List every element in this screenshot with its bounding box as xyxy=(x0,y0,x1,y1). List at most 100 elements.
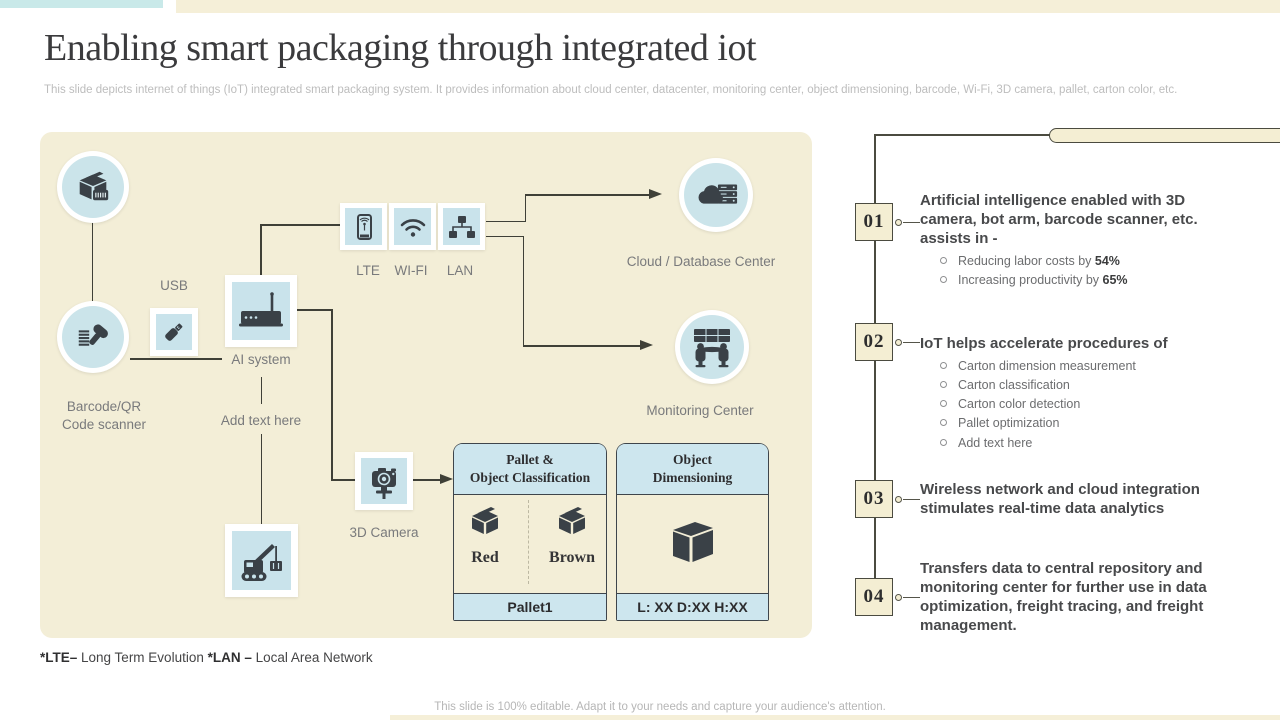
cloud-node xyxy=(679,158,753,232)
ai-system-node-bg xyxy=(232,282,290,340)
lte-node-bg xyxy=(345,208,382,245)
cloud-node-bg xyxy=(684,163,748,227)
line-lan-out-bottom xyxy=(486,235,524,238)
line-to-cloud xyxy=(524,194,650,196)
circle-bullet-icon xyxy=(940,362,947,370)
circle-bullet-icon xyxy=(940,257,947,265)
cloud-database-icon xyxy=(698,184,738,204)
usb-node-bg xyxy=(156,314,192,350)
lan-node xyxy=(438,203,485,250)
connector-line xyxy=(903,221,920,223)
connector-line xyxy=(903,596,920,598)
bullet-text: Reducing labor costs by 54% xyxy=(958,254,1120,269)
lte-node xyxy=(340,203,387,250)
phone-lte-icon xyxy=(356,213,372,240)
router-icon xyxy=(239,292,283,327)
step-content: Wireless network and cloud integration s… xyxy=(920,480,1242,524)
wifi-label: WI-FI xyxy=(394,263,428,278)
circle-bullet-icon xyxy=(940,419,947,427)
step-number-box: 04 xyxy=(855,578,893,616)
lan-label: LAN xyxy=(446,263,474,278)
footnote-lan-term: *LAN – xyxy=(207,650,252,665)
top-capsule-shape xyxy=(1049,128,1280,143)
classification-card-body: Red Brown xyxy=(454,495,606,593)
iot-diagram-panel: Barcode/QR Code scanner USB AI system Ad… xyxy=(40,132,812,638)
bullet-item: Add text here xyxy=(940,436,1242,452)
bullet-item: Carton dimension measurement xyxy=(940,359,1242,375)
usb-icon xyxy=(165,323,183,341)
step-number-box: 02 xyxy=(855,323,893,361)
line-to-monitoring xyxy=(522,345,641,347)
timeline-top-line xyxy=(874,134,1050,136)
camera-node-bg xyxy=(361,458,407,504)
dimensioning-card-footer: L: XX D:XX H:XX xyxy=(617,593,768,620)
usb-label: USB xyxy=(160,278,188,293)
lan-node-bg xyxy=(443,208,480,245)
package-node xyxy=(57,151,129,223)
wifi-icon xyxy=(400,218,425,237)
page-title: Enabling smart packaging through integra… xyxy=(44,27,757,69)
barcode-scanner-label: Barcode/QR Code scanner xyxy=(61,399,147,433)
circle-bullet-icon xyxy=(940,276,947,284)
line-down-to-camera xyxy=(331,309,333,480)
monitoring-label: Monitoring Center xyxy=(646,403,754,418)
circle-bullet-icon xyxy=(940,381,947,389)
arrow-to-classification-icon xyxy=(440,474,453,485)
line-package-to-scanner xyxy=(91,222,94,303)
3d-camera-icon xyxy=(372,468,396,499)
line-down-to-monitoring xyxy=(522,235,525,347)
wifi-node xyxy=(389,203,436,250)
monitoring-center-icon xyxy=(694,329,730,368)
arrow-to-cloud-icon xyxy=(649,189,662,200)
monitoring-node xyxy=(675,310,749,384)
step-number: 03 xyxy=(863,488,885,509)
circle-bullet-icon xyxy=(940,438,947,446)
line-ai-right xyxy=(297,309,333,311)
bullet-text: Add text here xyxy=(958,435,1033,450)
bullet-text: Pallet optimization xyxy=(958,416,1060,431)
bullet-item: Carton classification xyxy=(940,378,1242,394)
circle-bullet-icon xyxy=(940,400,947,408)
wifi-node-bg xyxy=(394,208,431,245)
step-content: Transfers data to central repository and… xyxy=(920,559,1242,641)
brown-label: Brown xyxy=(549,549,595,566)
bullet-text: Increasing productivity by 65% xyxy=(958,273,1128,288)
line-lan-out-top xyxy=(486,220,526,223)
bullet-item: Reducing labor costs by 54% xyxy=(940,254,1242,270)
step-number: 04 xyxy=(863,586,885,607)
step-heading: Transfers data to central repository and… xyxy=(920,560,1207,635)
step-heading: Wireless network and cloud integration s… xyxy=(920,481,1200,518)
package-icon xyxy=(79,171,109,201)
line-scanner-to-ai xyxy=(130,358,222,360)
lan-network-icon xyxy=(448,215,475,238)
line-up-to-cloud xyxy=(524,194,527,222)
step-number: 01 xyxy=(863,211,885,232)
page-subtitle: This slide depicts internet of things (I… xyxy=(44,84,1178,96)
barcode-scanner-icon xyxy=(78,324,108,346)
editable-note: This slide is 100% editable. Adapt it to… xyxy=(434,701,886,713)
brown-carton-icon xyxy=(559,507,585,534)
connector-line xyxy=(903,341,920,343)
camera-node xyxy=(355,452,413,510)
classification-card-header: Pallet & Object Classification xyxy=(454,444,606,495)
line-ai-up xyxy=(260,224,262,275)
connector-dot-icon xyxy=(895,594,902,601)
camera-label: 3D Camera xyxy=(349,525,419,540)
bullet-item: Carton color detection xyxy=(940,397,1242,413)
ai-system-label: AI system xyxy=(231,352,291,367)
classification-card: Pallet & Object Classification xyxy=(453,443,607,621)
dimensioning-card: Object Dimensioning L: XX xyxy=(616,443,769,621)
crane-bot-arm-icon xyxy=(241,543,282,581)
crane-node-bg xyxy=(232,531,291,590)
scanner-node-bg xyxy=(62,306,124,368)
step-content: IoT helps accelerate procedures of Carto… xyxy=(920,334,1242,451)
footnote-lte-term: *LTE– xyxy=(40,650,78,665)
arrow-to-monitoring-icon xyxy=(640,340,653,351)
bullet-item: Increasing productivity by 65% xyxy=(940,273,1242,289)
lte-label: LTE xyxy=(356,263,380,278)
line-camera-out xyxy=(413,479,441,481)
classification-card-footer: Pallet1 xyxy=(454,593,606,620)
cloud-label: Cloud / Database Center xyxy=(626,254,776,269)
connector-dot-icon xyxy=(895,339,902,346)
